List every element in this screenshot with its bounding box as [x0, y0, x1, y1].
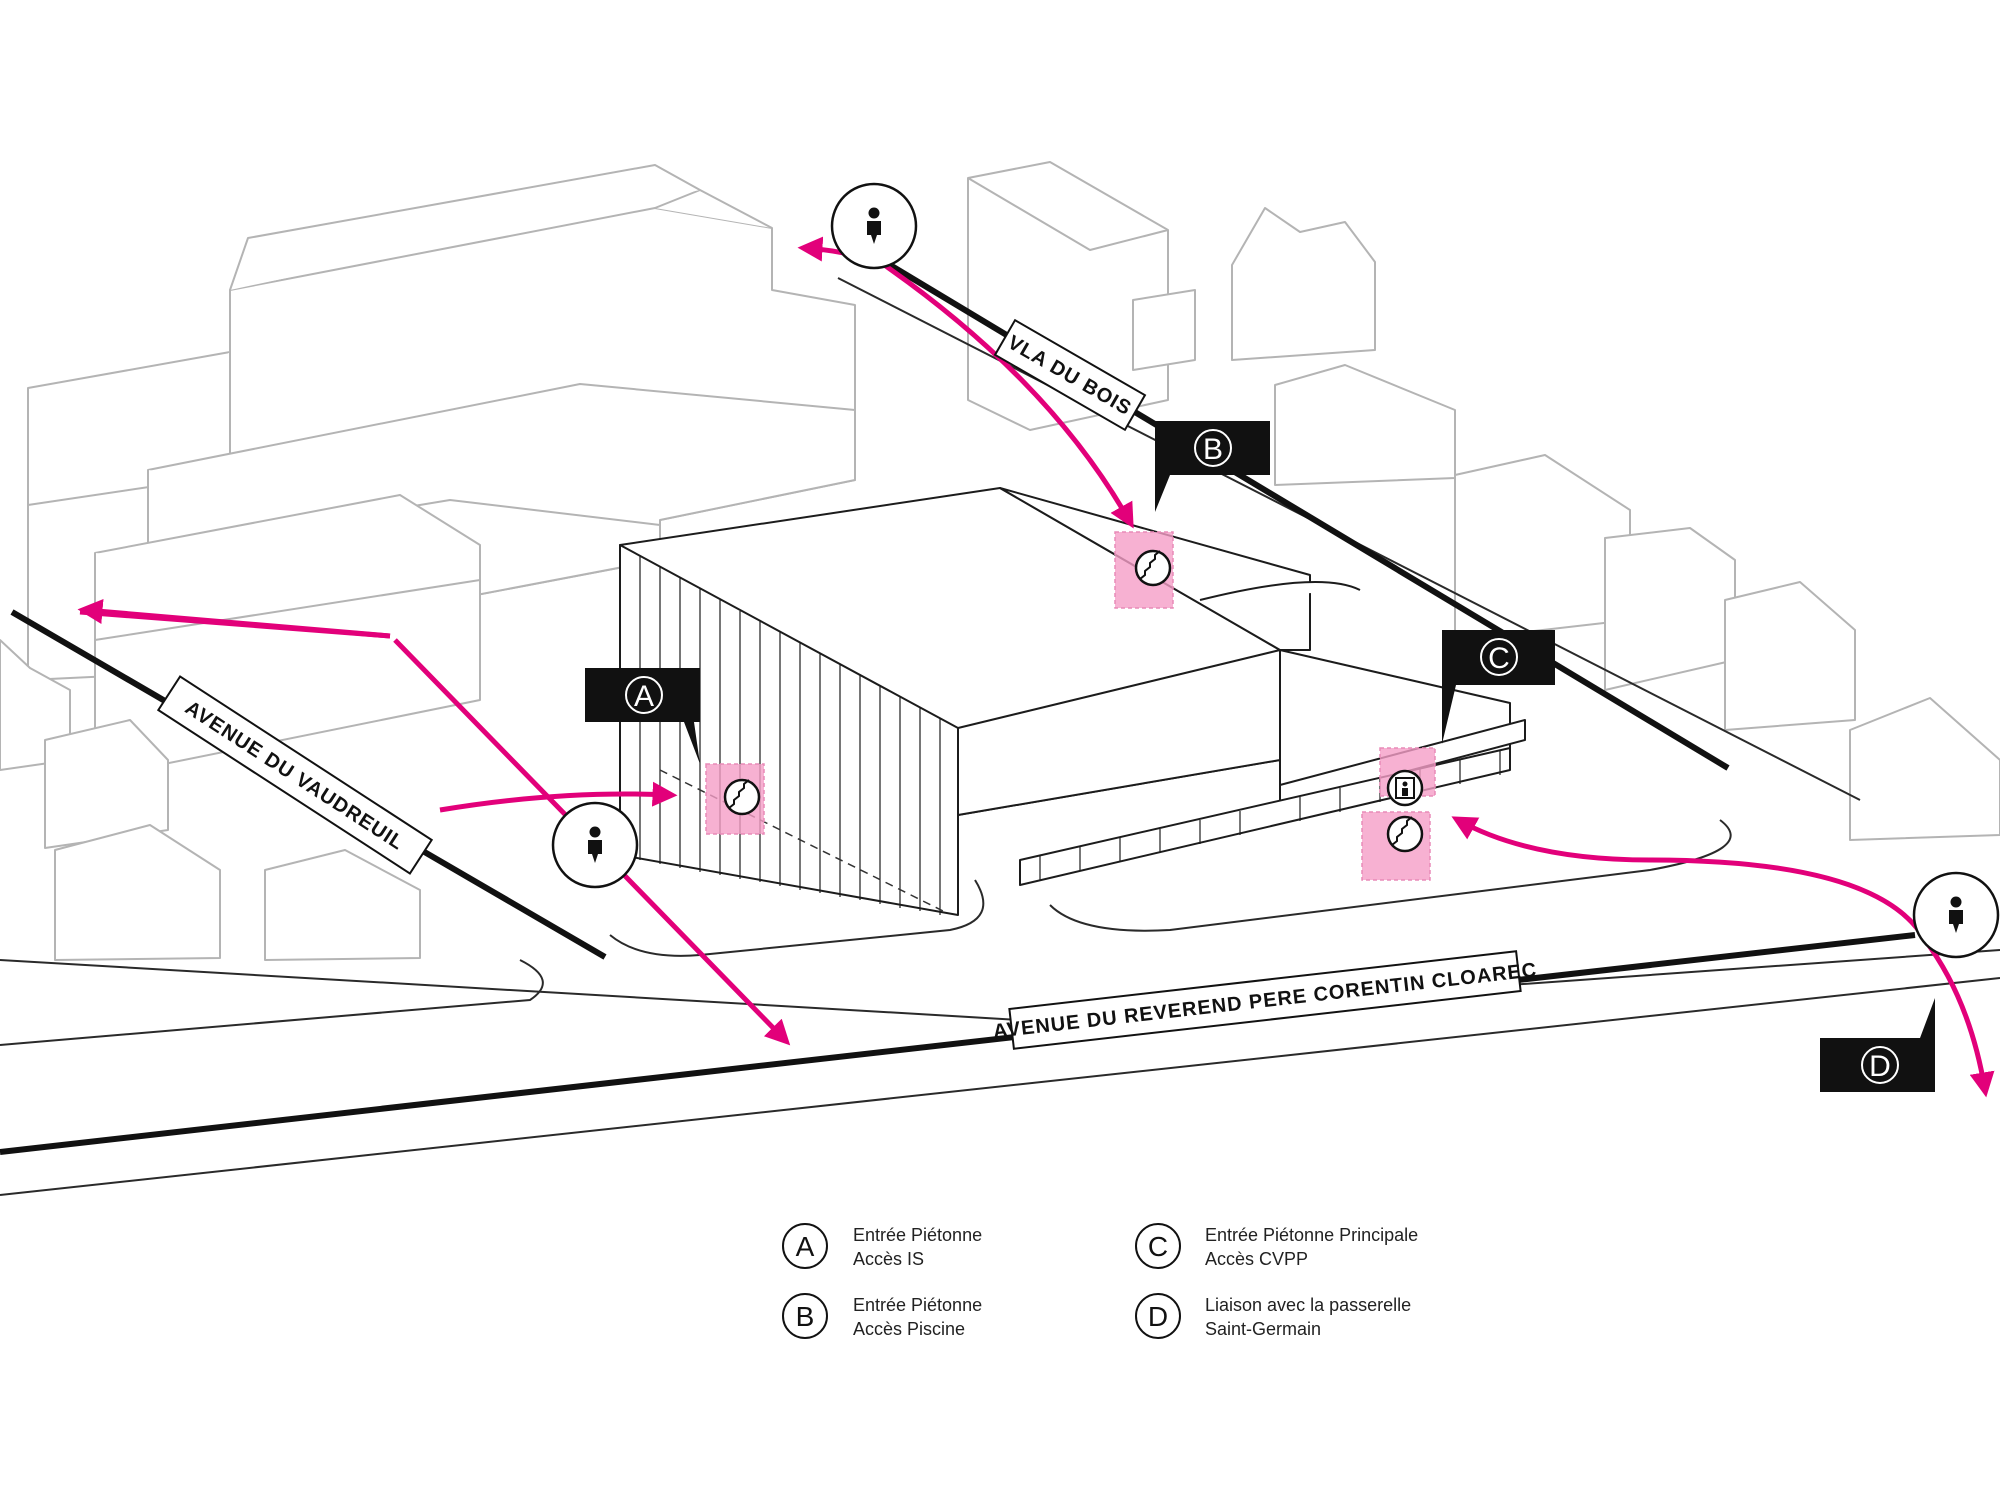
context-house-4 [264, 849, 421, 961]
arrow-to-entrance-b [878, 259, 1134, 529]
context-house-ne-5 [1454, 454, 1631, 641]
stairs-icon [1386, 815, 1424, 853]
context-house-ne-8 [1849, 697, 2000, 841]
context-house-3 [54, 824, 221, 961]
legend-item: D Liaison avec la passerelle Saint-Germa… [1135, 1293, 1411, 1339]
svg-text:C: C [1148, 1231, 1168, 1262]
legend: A Entrée Piétonne Accès IS B Entrée Piét… [782, 1223, 1418, 1339]
legend-item: A Entrée Piétonne Accès IS [782, 1223, 982, 1269]
stairs-icon [1134, 549, 1172, 587]
svg-text:D: D [1148, 1301, 1168, 1332]
svg-text:Accès CVPP: Accès CVPP [1205, 1249, 1308, 1269]
svg-text:Liaison avec la passerelle: Liaison avec la passerelle [1205, 1295, 1411, 1315]
entrance-tag-c: C [1442, 630, 1555, 744]
context-house-ne-2 [1132, 289, 1196, 371]
legend-item: B Entrée Piétonne Accès Piscine [782, 1293, 982, 1339]
entrance-a-volume [705, 763, 765, 835]
arrow-to-entrance-a [439, 781, 678, 813]
svg-text:Accès IS: Accès IS [853, 1249, 924, 1269]
svg-text:Entrée Piétonne: Entrée Piétonne [853, 1295, 982, 1315]
context-house-ne-3 [1231, 207, 1376, 361]
context-house-ne-4 [1274, 364, 1456, 486]
entrance-c-volume [1361, 747, 1436, 881]
svg-text:B: B [1203, 433, 1223, 466]
entrance-tag-b: B [1155, 421, 1270, 512]
pedestrian-icon [551, 801, 639, 889]
legend-item: C Entrée Piétonne Principale Accès CVPP [1135, 1223, 1418, 1269]
road-avenue-cloarec [0, 932, 1916, 1155]
svg-text:Entrée Piétonne: Entrée Piétonne [853, 1225, 982, 1245]
entrance-b-volume [1114, 531, 1174, 609]
svg-text:A: A [634, 680, 654, 713]
context-house-2 [44, 719, 169, 849]
context-house-ne-6 [1604, 527, 1736, 691]
svg-text:A: A [796, 1231, 815, 1262]
arrow-to-entrance-c [1451, 816, 1928, 942]
svg-text:B: B [796, 1301, 815, 1332]
pedestrian-icon [830, 182, 918, 270]
street-label-cloarec: AVENUE DU REVEREND PERE CORENTIN CLOAREC [992, 950, 1538, 1050]
stairs-icon [723, 778, 761, 816]
svg-text:D: D [1869, 1050, 1891, 1083]
entrance-tag-d: D [1820, 998, 1935, 1092]
svg-text:C: C [1488, 642, 1510, 675]
svg-text:Entrée Piétonne Principale: Entrée Piétonne Principale [1205, 1225, 1418, 1245]
facade-ribs [639, 556, 1501, 915]
context-house-ne-7 [1724, 581, 1856, 731]
arrow-passerelle [1922, 938, 1995, 1098]
svg-text:Accès Piscine: Accès Piscine [853, 1319, 965, 1339]
svg-text:Saint-Germain: Saint-Germain [1205, 1319, 1321, 1339]
entrance-tag-a: A [585, 668, 700, 764]
pedestrian-icon [1912, 871, 2000, 959]
